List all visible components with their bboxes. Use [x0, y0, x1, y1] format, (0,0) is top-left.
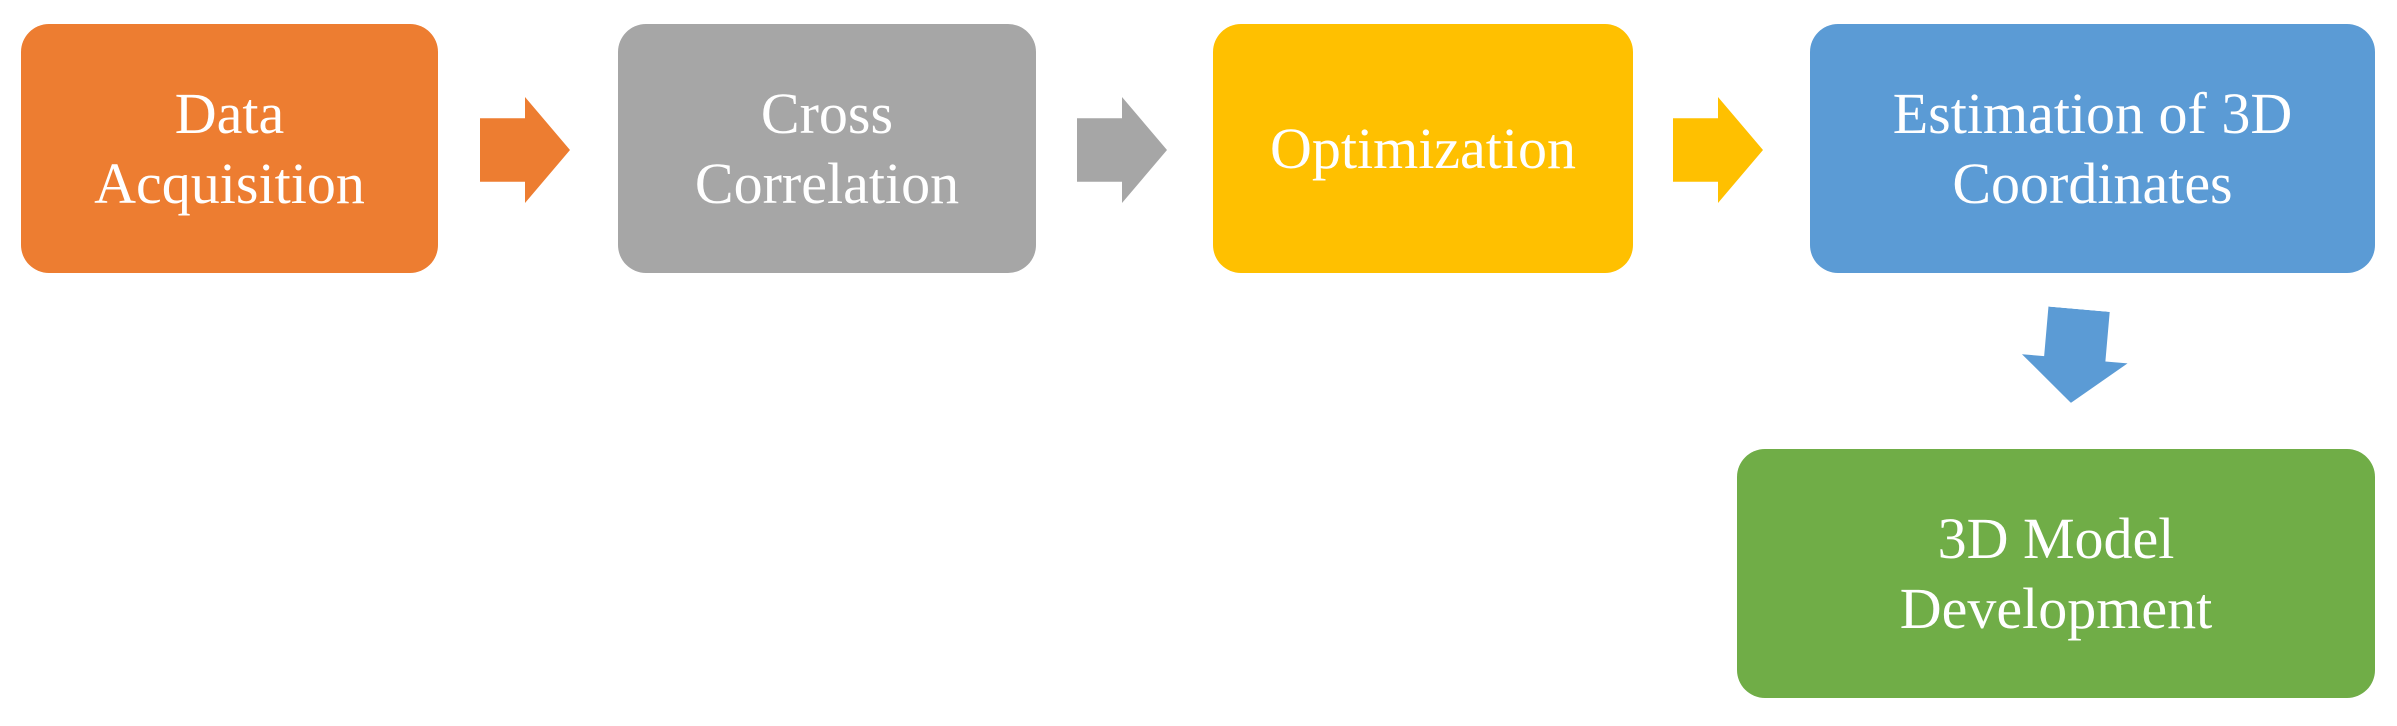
- node-cross-correlation: Cross Correlation: [618, 24, 1036, 273]
- node-data-acquisition: Data Acquisition: [21, 24, 438, 273]
- node-estimation-of-3d-coordinates: Estimation of 3D Coordinates: [1810, 24, 2375, 273]
- arrow-right-icon: [480, 97, 570, 203]
- arrow-right-icon: [1673, 97, 1763, 203]
- arrow-right-icon: [1077, 97, 1167, 203]
- node-optimization: Optimization: [1213, 24, 1633, 273]
- arrow-down-icon: [2018, 305, 2132, 408]
- node-3d-model-development: 3D Model Development: [1737, 449, 2375, 698]
